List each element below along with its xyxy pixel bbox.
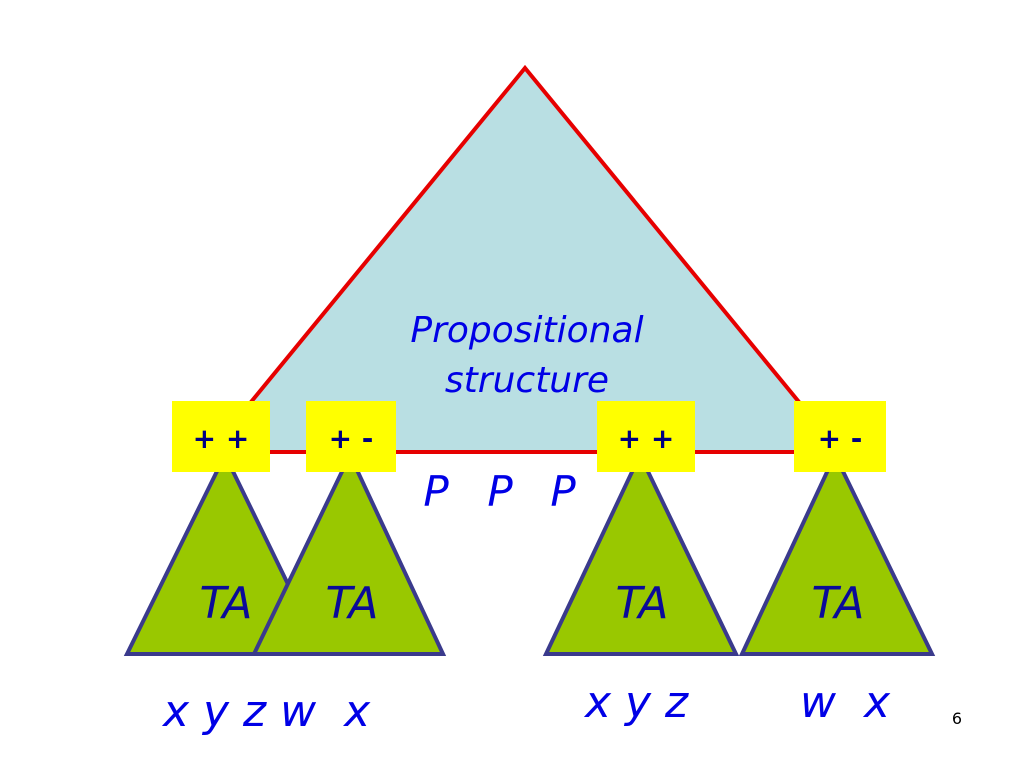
ta-label-3: TA: [616, 578, 669, 629]
sign-box-4: + -: [794, 401, 886, 472]
variables-group-1: x y z w x: [161, 686, 371, 737]
sign-box-2: + -: [306, 401, 396, 472]
ta-triangle-4: [738, 450, 936, 656]
sign-box-1-text: + +: [193, 422, 250, 455]
ta-triangle-3: [542, 450, 740, 656]
sign-box-3: + +: [597, 401, 695, 472]
sign-box-2-text: + -: [329, 422, 374, 455]
p-label-3: P: [550, 467, 576, 516]
sign-box-3-text: + +: [618, 422, 675, 455]
sign-box-1: + +: [172, 401, 270, 472]
page-number: 6: [952, 709, 962, 728]
triangle-label-line2: structure: [445, 360, 609, 401]
variables-group-3: w x: [800, 677, 891, 728]
ta-label-2: TA: [326, 578, 379, 629]
propositional-structure-triangle: [205, 64, 845, 454]
ta-label-4: TA: [812, 578, 865, 629]
ta-triangle-1: [123, 450, 326, 656]
sign-box-4-text: + -: [818, 422, 863, 455]
triangle-label-line1: Propositional: [410, 310, 643, 351]
p-label-1: P: [423, 467, 449, 516]
ta-label-1: TA: [200, 578, 253, 629]
variables-group-2: x y z: [583, 677, 689, 728]
p-label-2: P: [487, 467, 513, 516]
ta-triangle-2: [250, 450, 447, 656]
